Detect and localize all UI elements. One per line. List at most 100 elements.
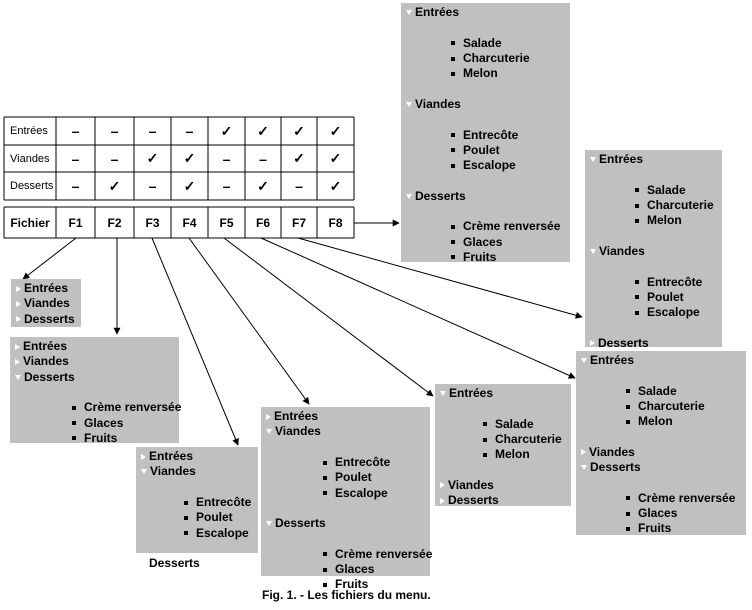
menu-category[interactable]: Viandes (581, 445, 635, 460)
menu-category[interactable]: Entrées (440, 386, 493, 401)
menu-category[interactable]: Viandes (15, 354, 69, 369)
menu-item: Crème renversée (72, 400, 181, 415)
menu-category-label: Entrées (274, 409, 319, 424)
dash-mark: – (71, 178, 80, 194)
dash-mark: – (148, 123, 157, 139)
menu-item-label: Melon (647, 213, 682, 228)
menu-category[interactable]: Entrées (406, 5, 459, 20)
menu-item-label: Entrecôte (196, 495, 252, 510)
menu-item: Crème renversée (451, 219, 560, 234)
menu-item-label: Poulet (647, 289, 684, 304)
bullet-icon (626, 511, 630, 516)
menu-category[interactable]: Entrées (15, 339, 67, 354)
bullet-icon (72, 421, 76, 426)
menu-category[interactable]: Desserts (440, 493, 499, 508)
menu-item-label: Charcuterie (647, 198, 714, 213)
menu-item-label: Salade (647, 182, 686, 197)
menu-item: Poulet (323, 470, 372, 485)
menu-item: Poulet (451, 143, 500, 158)
bullet-icon (451, 148, 455, 153)
menu-item: Glaces (72, 416, 123, 431)
collapsed-triangle-icon (141, 560, 146, 567)
menu-category[interactable]: Viandes (266, 424, 321, 439)
collapsed-triangle-icon (16, 316, 21, 323)
menu-category[interactable]: Desserts (15, 370, 75, 385)
menu-item-label: Escalope (196, 525, 249, 540)
check-mark: ✓ (257, 177, 269, 194)
menu-category[interactable]: Entrées (581, 353, 634, 368)
menu-category[interactable]: Desserts (406, 189, 466, 204)
bullet-icon (483, 422, 487, 427)
collapsed-triangle-icon (590, 340, 595, 347)
menu-item: Salade (451, 36, 502, 51)
arrow-f5 (223, 237, 434, 397)
file-label-f8: F8 (328, 215, 343, 230)
dash-mark: – (222, 178, 231, 194)
menu-item: Melon (451, 66, 498, 81)
bullet-icon (451, 133, 455, 138)
dash-mark: – (295, 178, 303, 194)
file-matrix-table: Entrées––––✓✓✓✓Viandes––✓✓––✓✓Desserts–✓… (4, 117, 354, 238)
expanded-triangle-icon (266, 521, 272, 527)
bullet-icon (451, 71, 455, 76)
menu-category[interactable]: Entrées (141, 449, 193, 464)
menu-category[interactable]: Viandes (16, 296, 70, 311)
menu-category-label: Desserts (448, 493, 499, 508)
menu-category[interactable]: Desserts (141, 556, 200, 571)
menu-item: Entrecôte (635, 274, 702, 289)
bullet-icon (184, 500, 188, 505)
menu-category[interactable]: Entrées (16, 281, 68, 296)
menu-category-label: Viandes (599, 243, 645, 258)
menu-item: Fruits (626, 521, 671, 536)
bullet-icon (72, 405, 76, 410)
expanded-triangle-icon (406, 101, 412, 107)
check-mark: ✓ (293, 122, 305, 139)
menu-category-label: Entrées (590, 353, 635, 368)
expanded-triangle-icon (141, 469, 147, 475)
menu-item: Crème renversée (323, 547, 432, 562)
bullet-icon (483, 452, 487, 457)
menu-item-label: Glaces (84, 415, 124, 430)
menu-category[interactable]: Entrées (590, 152, 643, 167)
menu-item-label: Fruits (463, 249, 497, 264)
menu-category[interactable]: Viandes (141, 464, 196, 479)
check-mark: ✓ (108, 177, 121, 194)
bullet-icon (626, 389, 630, 394)
menu-item-label: Escalope (463, 158, 516, 173)
menu-category[interactable]: Viandes (590, 244, 645, 259)
menu-category[interactable]: Desserts (581, 460, 641, 475)
menu-item: Entrecôte (323, 455, 390, 470)
menu-item-label: Escalope (335, 485, 388, 500)
menu-item-label: Fruits (84, 430, 118, 445)
menu-category-label: Desserts (149, 556, 200, 571)
menu-item: Entrecôte (451, 127, 518, 142)
expanded-triangle-icon (581, 358, 587, 364)
bullet-icon (323, 552, 327, 557)
menu-item: Escalope (323, 486, 388, 501)
menu-item-label: Fruits (335, 577, 369, 592)
menu-category[interactable]: Desserts (590, 336, 649, 351)
menu-category-label: Entrées (149, 449, 194, 464)
menu-category[interactable]: Desserts (16, 312, 75, 327)
bullet-icon (451, 163, 455, 168)
menu-item: Glaces (451, 235, 502, 250)
menu-category[interactable]: Entrées (266, 409, 318, 424)
collapsed-triangle-icon (266, 413, 271, 420)
check-mark: ✓ (329, 177, 342, 194)
bullet-icon (626, 526, 630, 531)
expanded-triangle-icon (590, 157, 596, 163)
dash-mark: – (110, 150, 119, 167)
file-header: Fichier (10, 215, 50, 230)
menu-item-label: Escalope (647, 305, 700, 320)
menu-category[interactable]: Viandes (406, 97, 461, 112)
file-label-f7: F7 (291, 215, 306, 230)
menu-category[interactable]: Desserts (266, 516, 326, 531)
menu-item: Charcuterie (451, 51, 530, 66)
menu-item-label: Salade (495, 416, 534, 431)
collapsed-triangle-icon (440, 497, 445, 504)
menu-item-label: Charcuterie (638, 399, 705, 414)
menu-category[interactable]: Viandes (440, 478, 494, 493)
menu-item: Salade (626, 384, 677, 399)
